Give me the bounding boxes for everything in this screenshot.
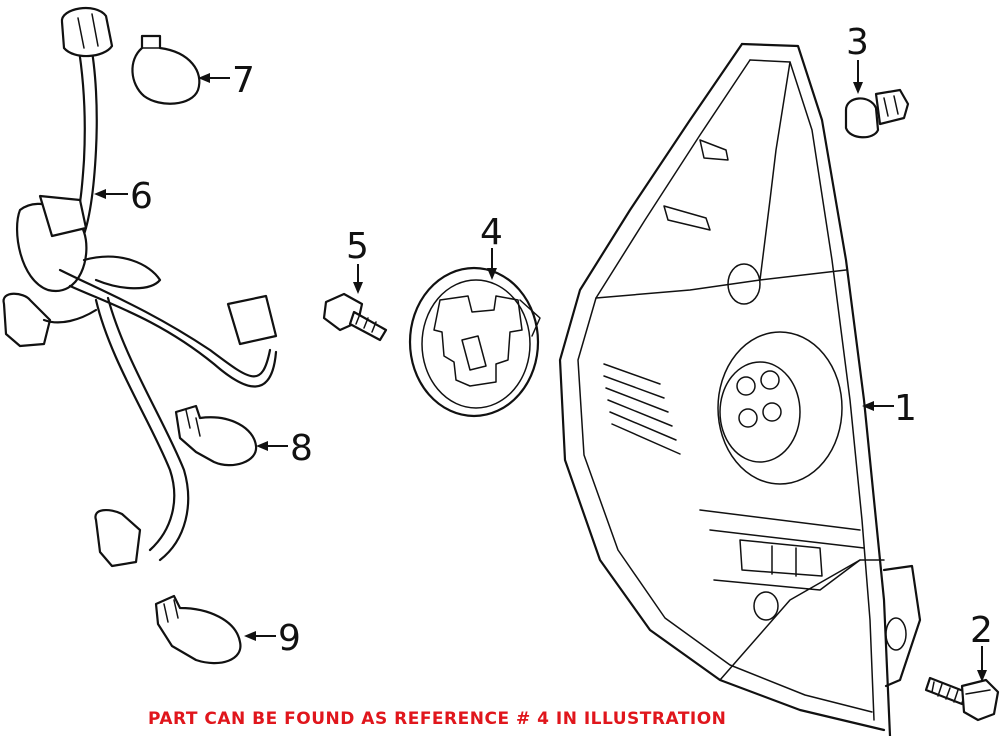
callout-5: 5 — [346, 226, 369, 267]
callout-8: 8 — [290, 428, 313, 469]
socket-4 — [408, 266, 541, 418]
callout-3: 3 — [846, 22, 869, 63]
bulb-9 — [154, 594, 242, 665]
bulb-8 — [174, 404, 258, 467]
callout-4: 4 — [480, 212, 503, 253]
wiring-harness — [2, 7, 278, 568]
callout-numbers: 1 2 3 4 5 6 7 8 9 — [130, 22, 993, 659]
vent-slats — [603, 363, 681, 455]
clip-3 — [844, 88, 910, 139]
reference-note: PART CAN BE FOUND AS REFERENCE # 4 IN IL… — [148, 709, 726, 729]
callout-9: 9 — [278, 618, 301, 659]
screw-5 — [322, 292, 388, 342]
bulb-7 — [131, 34, 201, 105]
bolt-2 — [924, 676, 1000, 722]
callout-6: 6 — [130, 176, 153, 217]
tail-lamp-assembly — [558, 42, 922, 736]
callout-1: 1 — [894, 388, 917, 429]
leader-lines — [94, 60, 987, 682]
callout-7: 7 — [232, 60, 255, 101]
callout-2: 2 — [970, 610, 993, 651]
